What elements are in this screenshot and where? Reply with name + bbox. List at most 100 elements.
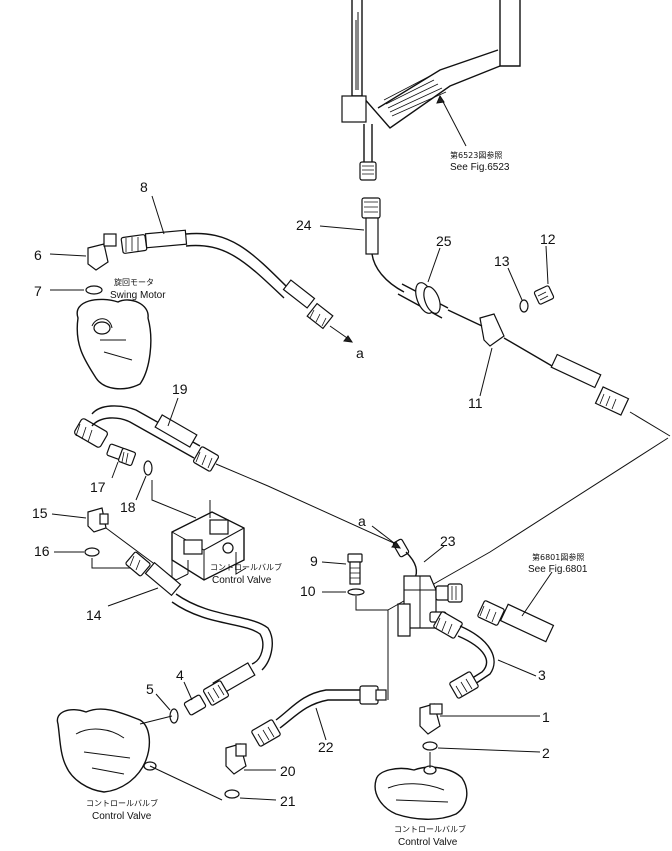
control-valve-lower-right — [374, 752, 468, 820]
leader-21 — [239, 797, 277, 801]
callout-20: 20 — [280, 763, 296, 779]
hose-8 — [120, 229, 334, 330]
swing-motor-outline — [76, 298, 152, 390]
callout-22: 22 — [318, 739, 334, 755]
callout-3: 3 — [538, 667, 546, 683]
leader-2 — [437, 747, 541, 753]
callout-21: 21 — [280, 793, 296, 809]
callout-5: 5 — [146, 681, 154, 697]
callout-6: 6 — [34, 247, 42, 263]
elbow-15 — [87, 507, 109, 533]
callout-23: 23 — [440, 533, 456, 549]
control-valve-lower-right-jp: コントロールバルブ — [394, 824, 466, 834]
hose-fig6801 — [477, 600, 555, 643]
leader-18 — [135, 475, 147, 501]
leader-25 — [427, 247, 441, 283]
callout-4: 4 — [176, 667, 184, 683]
leader-23 — [423, 545, 445, 563]
ref-fig6523-en: See Fig.6523 — [450, 162, 510, 173]
bolt-12 — [533, 285, 555, 305]
leader-12 — [545, 245, 549, 285]
leader-24 — [319, 225, 365, 231]
hose-19 — [74, 405, 220, 472]
tank-outlet-fitting — [359, 124, 377, 181]
leader-6 — [49, 253, 87, 257]
hose-24 — [361, 197, 405, 293]
leader-a2 — [371, 525, 399, 547]
ref-fig6801-en: See Fig.6801 — [528, 564, 588, 575]
oring-21 — [224, 789, 240, 799]
leader-4 — [183, 681, 193, 701]
leader-9 — [321, 561, 347, 565]
oring-18 — [143, 460, 153, 476]
hose-22 — [251, 685, 387, 747]
leader-17 — [111, 461, 119, 479]
leader-14 — [107, 587, 159, 607]
callout-18: 18 — [120, 499, 136, 515]
ref-fig6801-jp: 第6801図参照 — [532, 552, 584, 562]
guide-line-18 — [151, 480, 197, 519]
leader-5 — [155, 693, 171, 711]
callout-7: 7 — [34, 283, 42, 299]
clamp-11 — [447, 309, 505, 347]
callout-17: 17 — [90, 479, 106, 495]
grommet-25 — [397, 282, 449, 319]
callout-15: 15 — [32, 505, 48, 521]
leader-11 — [479, 347, 493, 397]
fitting-4 — [183, 694, 207, 716]
control-valve-lower-right-en: Control Valve — [398, 837, 458, 848]
callout-8: 8 — [140, 179, 148, 195]
guide-line-right — [387, 437, 669, 700]
leader-19 — [167, 397, 179, 427]
callout-9: 9 — [310, 553, 318, 569]
control-valve-lower-left-en: Control Valve — [92, 811, 152, 822]
oring-16 — [84, 547, 100, 557]
fitting-17 — [106, 443, 137, 467]
callout-1: 1 — [542, 709, 550, 725]
callout-12: 12 — [540, 231, 556, 247]
hose-14 — [125, 551, 273, 671]
callout-10: 10 — [300, 583, 316, 599]
guide-line-19 — [215, 463, 397, 545]
callout-25: 25 — [436, 233, 452, 249]
callout-13: 13 — [494, 253, 510, 269]
elbow-20 — [225, 743, 247, 775]
hose-end-4 — [202, 662, 256, 706]
elbow-1 — [419, 703, 443, 735]
bolt-9 — [347, 553, 363, 585]
ref-fig6523-jp: 第6523図参照 — [450, 150, 502, 160]
callout-24: 24 — [296, 217, 312, 233]
hose-right — [503, 337, 671, 437]
callout-11: 11 — [468, 395, 483, 411]
control-valve-lower-left — [56, 708, 173, 793]
marker-a1: a — [356, 345, 364, 361]
callout-2: 2 — [542, 745, 550, 761]
leader-3 — [497, 659, 537, 677]
hose-3 — [433, 611, 495, 699]
leader-13 — [507, 267, 523, 301]
oring-7 — [85, 285, 103, 295]
washer-10 — [347, 588, 365, 596]
control-valve-upper-en: Control Valve — [212, 575, 272, 586]
control-valve-upper-jp: コントロールバルブ — [210, 562, 282, 572]
leader-22 — [315, 707, 327, 741]
guide-line-cv-left — [149, 765, 223, 801]
callout-19: 19 — [172, 381, 188, 397]
oring-2 — [422, 741, 438, 751]
callout-16: 16 — [34, 543, 50, 559]
control-valve-upper — [171, 511, 247, 583]
leader-fig6801 — [521, 571, 553, 617]
control-valve-lower-left-jp: コントロールバルブ — [86, 798, 158, 808]
leader-8 — [151, 195, 165, 235]
guide-line-10 — [355, 596, 388, 611]
guide-line-16 — [91, 558, 134, 569]
elbow-6 — [87, 233, 117, 271]
swing-motor-jp: 旋回モータ — [114, 277, 154, 287]
hydraulic-tank — [341, 0, 521, 147]
washer-13 — [519, 299, 529, 313]
callout-14: 14 — [86, 607, 102, 623]
marker-a2: a — [358, 513, 366, 529]
leader-15 — [51, 513, 87, 519]
swing-motor-en: Swing Motor — [110, 290, 166, 301]
